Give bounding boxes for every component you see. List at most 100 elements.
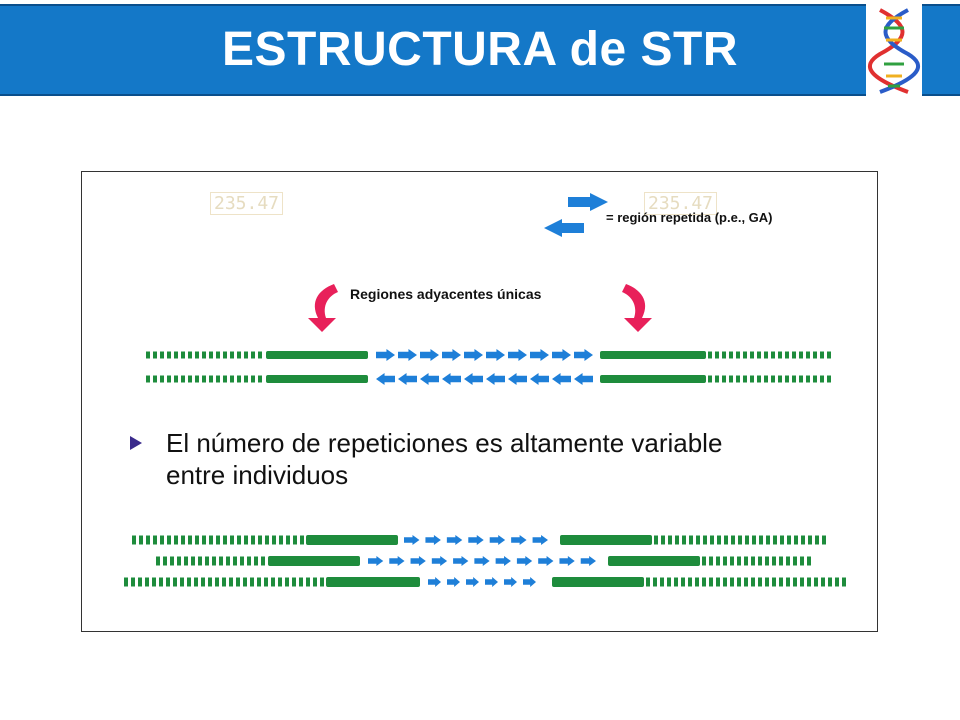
flank-tick bbox=[313, 577, 317, 587]
flank-tick bbox=[771, 375, 775, 383]
repeat-arrow bbox=[574, 349, 593, 361]
flank-tick bbox=[807, 556, 811, 566]
flank-tick bbox=[216, 535, 220, 545]
flank-tick bbox=[661, 535, 665, 545]
flank-tick bbox=[166, 577, 170, 587]
flank-tick bbox=[170, 556, 174, 566]
flank-tick bbox=[320, 577, 324, 587]
flank-tick bbox=[160, 535, 164, 545]
flank-tick bbox=[195, 375, 199, 383]
repeat-arrow bbox=[398, 349, 417, 361]
flank-tick bbox=[758, 556, 762, 566]
repeat-arrow bbox=[523, 577, 536, 587]
flank-tick bbox=[244, 535, 248, 545]
flank-tick bbox=[138, 577, 142, 587]
flank-tick bbox=[835, 577, 839, 587]
flank-tick bbox=[153, 535, 157, 545]
header-bar bbox=[0, 4, 960, 96]
flank-tick bbox=[709, 577, 713, 587]
flank-tick bbox=[702, 556, 706, 566]
flank-tick bbox=[689, 535, 693, 545]
flank-tick bbox=[230, 351, 234, 359]
repeat-arrow bbox=[398, 373, 417, 385]
flank-tick bbox=[751, 577, 755, 587]
flank-tick bbox=[723, 556, 727, 566]
flank-tick bbox=[751, 556, 755, 566]
repeat-arrow bbox=[486, 373, 505, 385]
flank-tick bbox=[251, 375, 255, 383]
flank-tick bbox=[286, 535, 290, 545]
flank-tick bbox=[159, 577, 163, 587]
flank-tick bbox=[258, 535, 262, 545]
flank-tick bbox=[279, 535, 283, 545]
flank-tick bbox=[146, 535, 150, 545]
flank-tick bbox=[703, 535, 707, 545]
flank-tick bbox=[757, 375, 761, 383]
flank-tick bbox=[813, 351, 817, 359]
flank-tick bbox=[264, 577, 268, 587]
flank-tick bbox=[820, 375, 824, 383]
flank-tick bbox=[174, 535, 178, 545]
repeat-arrow bbox=[530, 349, 549, 361]
flank-tick bbox=[744, 577, 748, 587]
repeat-arrow bbox=[410, 556, 426, 566]
flank-bar bbox=[600, 375, 706, 383]
flank-tick bbox=[216, 375, 220, 383]
flank-tick bbox=[813, 375, 817, 383]
flank-tick bbox=[237, 351, 241, 359]
flank-tick bbox=[237, 535, 241, 545]
flank-tick bbox=[153, 351, 157, 359]
flank-tick bbox=[744, 556, 748, 566]
flank-tick bbox=[174, 375, 178, 383]
flank-tick bbox=[779, 556, 783, 566]
flank-tick bbox=[786, 577, 790, 587]
repeat-arrow bbox=[559, 556, 575, 566]
repeat-arrow bbox=[447, 577, 460, 587]
flank-tick bbox=[827, 375, 831, 383]
flank-tick bbox=[799, 375, 803, 383]
flank-tick bbox=[772, 577, 776, 587]
flank-bar bbox=[552, 577, 644, 587]
repeat-arrow bbox=[420, 373, 439, 385]
flank-tick bbox=[815, 535, 819, 545]
repeat-arrow bbox=[486, 349, 505, 361]
flank-tick bbox=[842, 577, 846, 587]
flank-tick bbox=[750, 351, 754, 359]
curved-arrow-icon bbox=[622, 284, 652, 332]
flank-tick bbox=[772, 556, 776, 566]
flank-tick bbox=[723, 577, 727, 587]
flank-tick bbox=[271, 577, 275, 587]
flank-tick bbox=[139, 535, 143, 545]
flank-tick bbox=[205, 556, 209, 566]
flank-tick bbox=[243, 577, 247, 587]
repeat-arrow bbox=[552, 373, 571, 385]
flank-tick bbox=[292, 577, 296, 587]
bullet-line: El número de repeticiones es altamente v… bbox=[166, 428, 723, 458]
repeat-arrow bbox=[574, 373, 593, 385]
flank-tick bbox=[828, 577, 832, 587]
flank-tick bbox=[716, 556, 720, 566]
flank-tick bbox=[258, 375, 262, 383]
flank-tick bbox=[807, 577, 811, 587]
flank-tick bbox=[236, 577, 240, 587]
faint-label: 235.47 bbox=[644, 192, 718, 215]
flank-tick bbox=[257, 577, 261, 587]
flank-tick bbox=[729, 351, 733, 359]
flank-tick bbox=[800, 577, 804, 587]
flank-tick bbox=[261, 556, 265, 566]
flank-tick bbox=[682, 535, 686, 545]
flank-tick bbox=[745, 535, 749, 545]
flank-tick bbox=[695, 577, 699, 587]
flank-tick bbox=[794, 535, 798, 545]
repeat-arrow bbox=[376, 349, 395, 361]
flank-tick bbox=[237, 375, 241, 383]
flank-tick bbox=[800, 556, 804, 566]
flank-tick bbox=[131, 577, 135, 587]
repeat-arrow bbox=[485, 577, 498, 587]
flank-tick bbox=[736, 351, 740, 359]
flank-tick bbox=[730, 556, 734, 566]
flank-tick bbox=[201, 577, 205, 587]
flank-bar bbox=[268, 556, 360, 566]
flank-tick bbox=[223, 351, 227, 359]
flank-tick bbox=[240, 556, 244, 566]
